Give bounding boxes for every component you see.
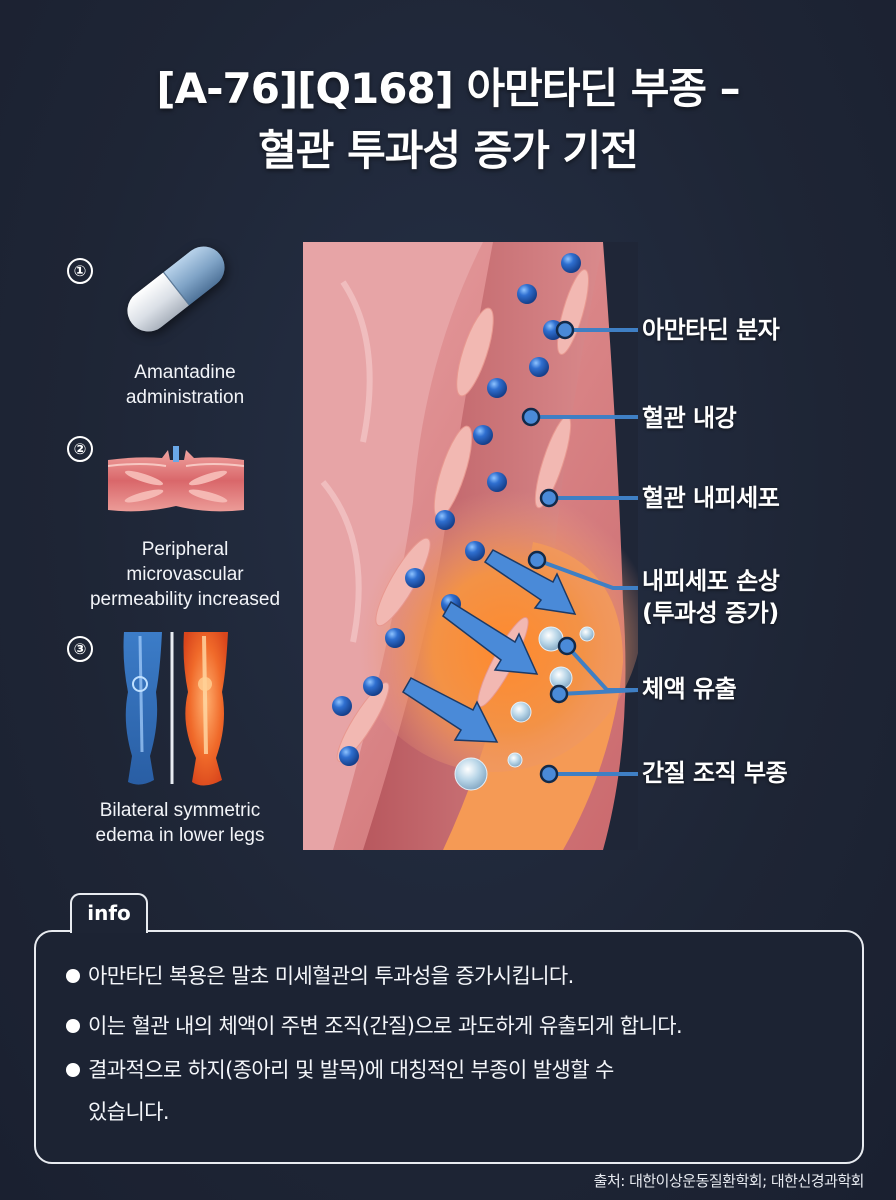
step-1-label: Amantadine administration — [125, 362, 245, 408]
info-item: 아만타딘 복용은 말초 미세혈관의 투과성을 증가시킵니다. — [66, 958, 574, 994]
info-item-continued: 있습니다. — [88, 1100, 170, 1124]
info-item: 결과적으로 하지(종아리 및 발목)에 대칭적인 부종이 발생할 수 — [66, 1052, 614, 1088]
capsule-pill-icon — [118, 237, 234, 341]
step-1-number: ① — [67, 258, 93, 284]
callout-amantadine-molecule: 아만타딘 분자 — [642, 316, 780, 344]
title-line-1: [A-76][Q168] 아만타딘 부종 – — [156, 64, 740, 113]
callout-endothelial-cell: 혈관 내피세포 — [642, 484, 780, 512]
vessel-cross-section-illustration — [303, 242, 638, 850]
step-2-number: ② — [67, 436, 93, 462]
callout-interstitial-edema: 간질 조직 부종 — [642, 759, 788, 787]
bullet-icon — [66, 1019, 80, 1033]
bullet-icon — [66, 969, 80, 983]
step-2-label: Peripheral microvascular permeability in… — [89, 539, 281, 610]
title-line-2: 혈관 투과성 증가 기전 — [258, 126, 639, 175]
page-title: [A-76][Q168] 아만타딘 부종 – 혈관 투과성 증가 기전 — [0, 58, 896, 182]
source-citation: 출처: 대한이상운동질환학회; 대한신경과학회 — [593, 1172, 865, 1190]
info-item: 이는 혈관 내의 체액이 주변 조직(간질)으로 과도하게 유출되게 합니다. — [66, 1008, 683, 1044]
callout-endothelial-damage: 내피세포 손상 (투과성 증가) — [642, 567, 780, 627]
lower-legs-edema-icon — [123, 632, 228, 786]
blood-vessel-leak-icon — [108, 446, 244, 512]
info-tab: info — [70, 893, 148, 933]
callout-fluid-leakage: 체액 유출 — [642, 675, 737, 703]
callout-vessel-lumen: 혈관 내강 — [642, 404, 737, 432]
step-3-label: Bilateral symmetric edema in lower legs — [95, 800, 265, 846]
step-3-number: ③ — [67, 636, 93, 662]
info-box: 아만타딘 복용은 말초 미세혈관의 투과성을 증가시킵니다. 이는 혈관 내의 … — [34, 930, 864, 1164]
bullet-icon — [66, 1063, 80, 1077]
